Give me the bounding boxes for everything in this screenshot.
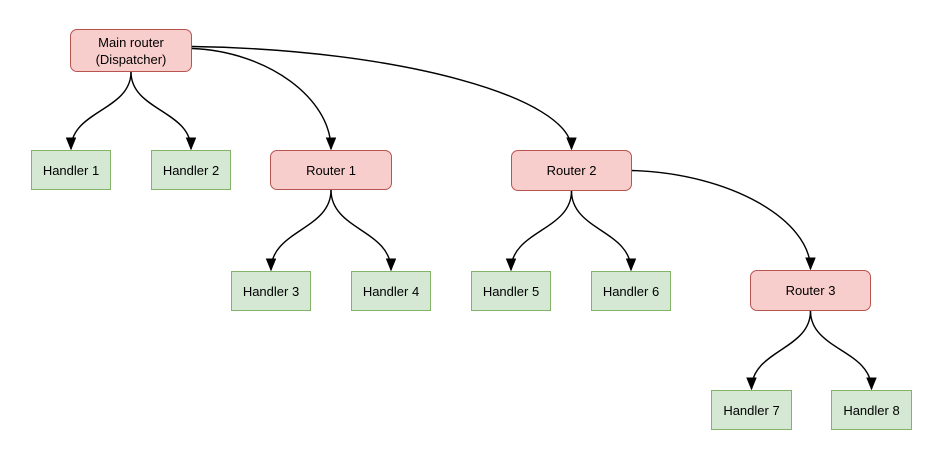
- node-handler-7-label-line-0: Handler 7: [723, 402, 780, 418]
- node-main-router-label-line-1: (Dispatcher): [95, 51, 167, 67]
- node-router-3-label-line-0: Router 3: [785, 283, 836, 298]
- node-handler-7: Handler 7: [711, 390, 792, 430]
- edge-main-router-to-router-1: [191, 47, 331, 150]
- node-handler-1-label-line-0: Handler 1: [42, 162, 100, 178]
- node-handler-3: Handler 3: [231, 271, 311, 311]
- node-main-router: Main router(Dispatcher): [70, 29, 192, 72]
- node-handler-6-label-line-0: Handler 6: [602, 283, 660, 299]
- node-router-2-label-line-0: Router 2: [546, 163, 597, 178]
- node-handler-8-label-line-0: Handler 8: [843, 402, 900, 418]
- node-router-2: Router 2: [511, 150, 632, 191]
- node-handler-3-label-line-0: Handler 3: [242, 283, 300, 299]
- edge-router-2-to-handler-5: [511, 190, 573, 270]
- node-handler-4: Handler 4: [351, 271, 431, 311]
- node-handler-2: Handler 2: [151, 150, 231, 190]
- edge-main-router-to-router-2: [191, 45, 572, 150]
- edge-router-2-to-router-3: [631, 169, 811, 270]
- edge-main-router-to-handler-2: [130, 71, 191, 149]
- node-main-router-label-line-0: Main router: [98, 34, 164, 50]
- node-router-1-label-line-0: Router 1: [306, 162, 356, 178]
- node-handler-6: Handler 6: [591, 271, 671, 311]
- node-handler-8: Handler 8: [831, 390, 912, 430]
- node-router-1: Router 1: [270, 150, 392, 190]
- node-router-3: Router 3: [750, 270, 871, 311]
- edge-router-3-to-handler-7: [752, 310, 812, 389]
- edge-router-1-to-handler-4: [330, 189, 391, 270]
- edge-router-2-to-handler-6: [570, 190, 632, 270]
- node-handler-4-label-line-0: Handler 4: [362, 283, 420, 299]
- edge-router-1-to-handler-3: [271, 189, 332, 270]
- edge-router-3-to-handler-8: [809, 310, 872, 389]
- node-handler-5-label-line-0: Handler 5: [482, 283, 540, 299]
- node-handler-1: Handler 1: [31, 150, 111, 190]
- edge-main-router-to-handler-1: [71, 71, 132, 149]
- node-handler-2-label-line-0: Handler 2: [162, 162, 220, 178]
- node-handler-5: Handler 5: [471, 271, 551, 311]
